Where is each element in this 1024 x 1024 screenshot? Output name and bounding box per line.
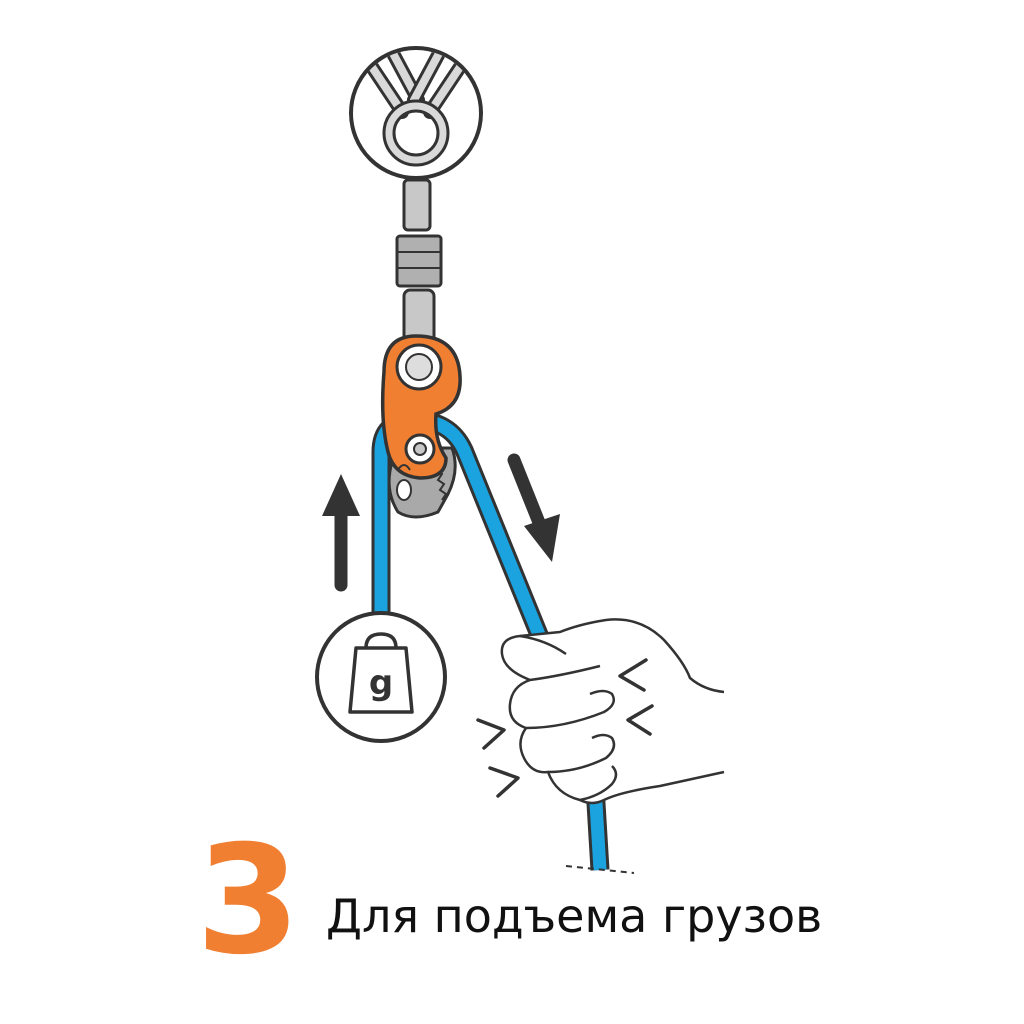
anchor-sling-icon (349, 46, 483, 180)
load-weight-icon: g (315, 611, 447, 743)
pulley-device (380, 334, 462, 480)
grip-motion-marks (476, 658, 654, 798)
rope-end-cut (565, 865, 635, 874)
hand-pulling-icon (500, 618, 725, 805)
step-caption: Для подъема грузов (326, 889, 823, 943)
arrow-up-icon (322, 474, 360, 592)
load-symbol: g (369, 663, 393, 703)
step-number: 3 (196, 814, 300, 988)
arrow-down-icon (507, 453, 560, 562)
carabiner-connector (395, 178, 443, 352)
